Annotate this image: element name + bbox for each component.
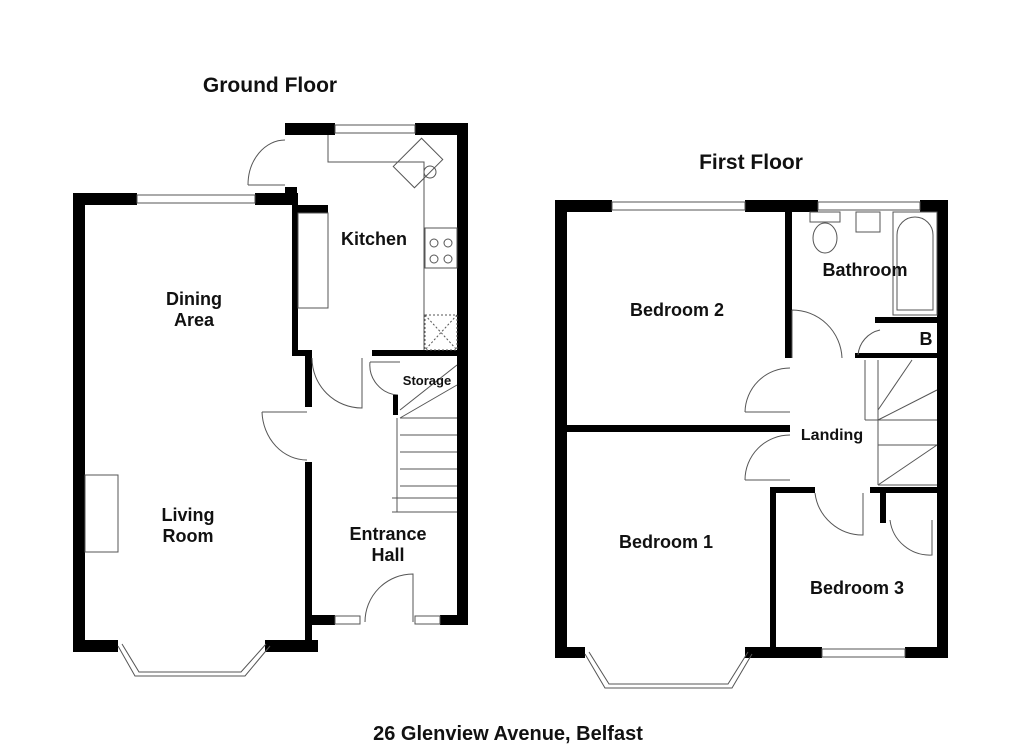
bathroom-label: Bathroom bbox=[823, 260, 908, 280]
bathroom-fittings bbox=[809, 211, 938, 316]
first-floor-windows bbox=[584, 201, 921, 689]
boiler-cupboard-door bbox=[857, 329, 881, 356]
hob-icon bbox=[424, 227, 458, 269]
bedroom3-label: Bedroom 3 bbox=[810, 578, 904, 598]
dining-label-2: Area bbox=[174, 310, 215, 330]
toilet-icon bbox=[809, 211, 841, 254]
fireplace bbox=[84, 474, 119, 553]
kitchen-fittings bbox=[84, 135, 458, 553]
hall-label-1: Entrance bbox=[349, 524, 426, 544]
appliance-space-icon bbox=[424, 314, 458, 351]
basin-icon bbox=[855, 211, 881, 233]
living-label-1: Living bbox=[162, 505, 215, 525]
wardrobe-door bbox=[889, 519, 933, 556]
dining-label-1: Dining bbox=[166, 289, 222, 309]
bedroom2-label: Bedroom 2 bbox=[630, 300, 724, 320]
ground-floor-windows bbox=[117, 124, 441, 677]
bedroom2-window bbox=[611, 201, 746, 211]
first-floor-plan: First Floor bbox=[555, 151, 948, 689]
ground-floor-walls bbox=[73, 123, 468, 652]
ground-floor-labels: Kitchen Dining Area Living Room Entrance… bbox=[162, 229, 452, 565]
ground-floor-stairs bbox=[392, 364, 458, 513]
living-label-2: Room bbox=[163, 526, 214, 546]
landing-label: Landing bbox=[801, 427, 863, 444]
kitchen-unit bbox=[297, 212, 329, 309]
living-bay-window bbox=[117, 645, 271, 677]
bathroom-door bbox=[791, 309, 843, 359]
bedroom3-window bbox=[821, 648, 906, 658]
storage-label: Storage bbox=[403, 373, 451, 388]
bedroom2-door bbox=[744, 367, 791, 413]
bedroom1-label: Bedroom 1 bbox=[619, 532, 713, 552]
kitchen-window bbox=[334, 124, 416, 134]
first-floor-stairs bbox=[864, 359, 938, 486]
kitchen-door bbox=[311, 357, 363, 409]
ground-floor-doors bbox=[247, 139, 414, 623]
kitchen-back-door bbox=[247, 139, 286, 186]
bath-icon bbox=[892, 211, 938, 316]
bedroom3-door bbox=[814, 492, 864, 536]
hall-label-2: Hall bbox=[371, 545, 404, 565]
bathroom-window bbox=[817, 201, 921, 211]
front-door bbox=[364, 573, 414, 623]
first-floor-labels: Bedroom 2 Bathroom B Landing Bedroom 1 B… bbox=[619, 260, 933, 598]
storage-door bbox=[369, 361, 400, 396]
boiler-label: B bbox=[920, 329, 933, 349]
ground-floor-plan: Ground Floor bbox=[73, 74, 468, 677]
dining-window bbox=[136, 194, 256, 204]
ground-floor-title: Ground Floor bbox=[203, 74, 337, 97]
first-floor-title: First Floor bbox=[699, 151, 803, 174]
hall-window-left bbox=[334, 615, 361, 625]
bedroom1-door bbox=[744, 434, 791, 481]
property-address: 26 Glenview Avenue, Belfast bbox=[373, 723, 643, 745]
living-door bbox=[261, 411, 308, 461]
first-floor-doors bbox=[744, 309, 933, 556]
sink-icon bbox=[392, 137, 444, 189]
first-floor-walls bbox=[555, 200, 948, 658]
kitchen-label: Kitchen bbox=[341, 229, 407, 249]
bedroom1-bay-window bbox=[584, 653, 753, 689]
hall-window-right bbox=[414, 615, 441, 625]
